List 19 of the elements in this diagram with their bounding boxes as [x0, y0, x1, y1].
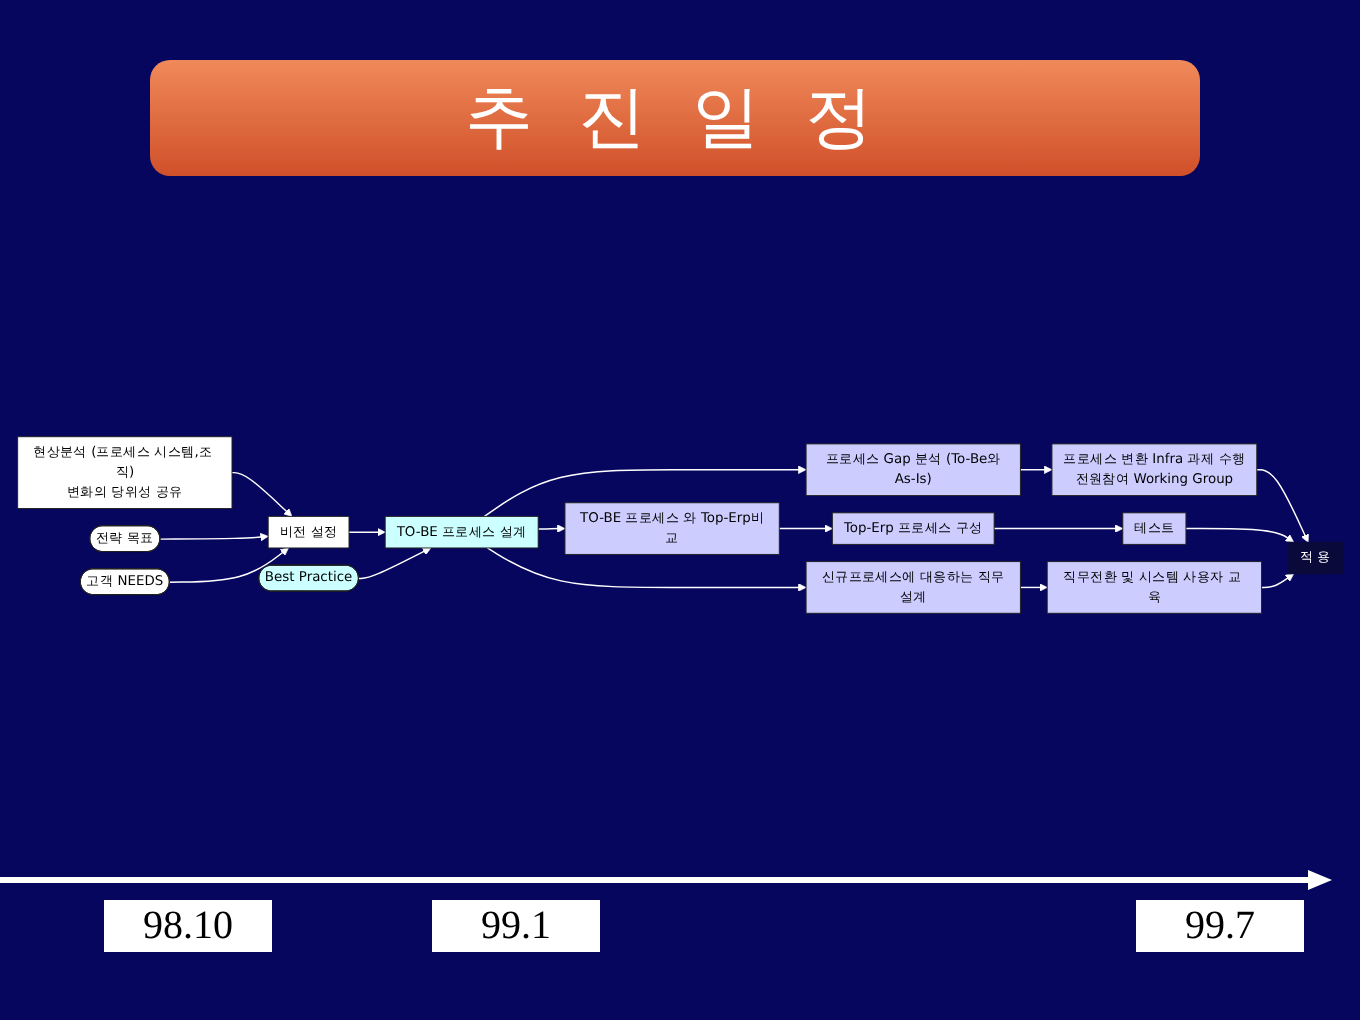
- arrow: [169, 547, 289, 583]
- arrow: [993, 524, 1124, 533]
- date-label: 98.10: [104, 900, 272, 952]
- date-label: 99.7: [1136, 900, 1304, 952]
- arrow: [483, 465, 807, 518]
- date-label: 99.1: [432, 900, 600, 952]
- arrow: [1185, 527, 1295, 543]
- arrow: [1019, 583, 1048, 592]
- arrow: [1260, 573, 1295, 589]
- arrow: [231, 471, 293, 517]
- arrow: [348, 527, 386, 537]
- arrow: [537, 524, 566, 533]
- title-banner: 추 진 일 정: [150, 60, 1200, 176]
- arrow: [778, 524, 833, 533]
- arrow: [159, 532, 269, 542]
- arrow: [1019, 465, 1053, 474]
- arrow: [486, 547, 807, 592]
- arrow: [1256, 469, 1309, 543]
- arrow: [358, 547, 432, 580]
